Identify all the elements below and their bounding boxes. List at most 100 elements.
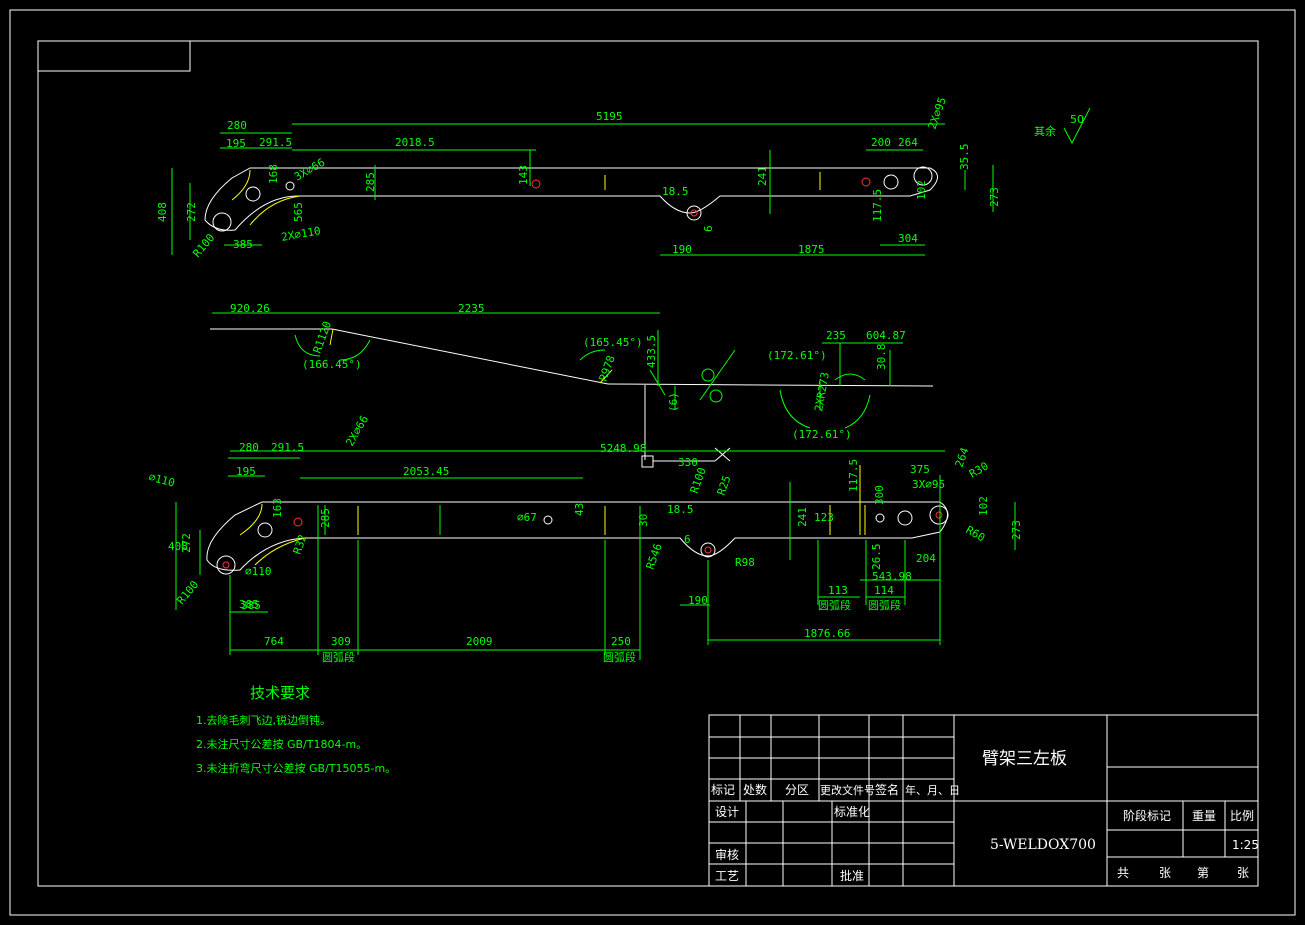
dimension-label: 2XR273 — [812, 371, 832, 412]
dimension-label: 235 — [826, 329, 846, 342]
dimension-label: 2X⌀110 — [280, 224, 321, 244]
tb-date: 年、月、日 — [905, 783, 960, 797]
roughness-value: 50 — [1070, 113, 1084, 126]
scale-value: 1:25 — [1232, 838, 1259, 852]
dimension-label: 241 — [796, 507, 809, 527]
dimension-label: 385 — [239, 598, 259, 611]
roughness-label: 其余 — [1034, 124, 1056, 138]
tb-sheets: 张 — [1159, 866, 1171, 880]
dimension-label: 272 — [180, 533, 193, 553]
dimension-label: 272 — [185, 202, 198, 222]
corner-box — [37, 40, 191, 72]
dimension-label: (172.61°) — [792, 428, 852, 441]
dimension-label: R30 — [967, 459, 991, 480]
tech-item-2: 2.未注尺寸公差按 GB/T1804-m。 — [196, 737, 367, 751]
dimension-label: 764 — [264, 635, 284, 648]
dimension-label: 304 — [898, 232, 918, 245]
dimension-label: 565 — [292, 202, 305, 222]
dimension-label: 190 — [672, 243, 692, 256]
dimension-label: 250 — [611, 635, 631, 648]
tb-ratio: 比例 — [1230, 809, 1254, 823]
dimension-label: ⌀110 — [245, 565, 272, 578]
middle-view — [210, 312, 934, 468]
tb-zone: 分区 — [785, 783, 809, 797]
tb-stage-mark: 阶段标记 — [1123, 808, 1171, 823]
dimension-label: 5248.98 — [600, 442, 646, 455]
tb-weight: 重量 — [1192, 809, 1216, 823]
dimension-label: 114 — [874, 584, 894, 597]
dimension-label: 35.5 — [958, 144, 971, 171]
dimension-label: R1120 — [311, 319, 335, 355]
part-name: 臂架三左板 — [982, 749, 1067, 769]
dimension-label: 2235 — [458, 302, 485, 315]
dimension-label: 168 — [267, 164, 280, 184]
tech-item-1: 1.去除毛刺飞边,锐边倒钝。 — [196, 713, 331, 727]
dimension-label: 273 — [988, 187, 1001, 207]
tb-count: 处数 — [743, 782, 767, 797]
dimension-label: R100 — [190, 231, 217, 260]
tb-total: 共 — [1117, 866, 1129, 880]
dimension-label: 241 — [756, 166, 769, 186]
dimension-label: 3X⌀95 — [912, 478, 945, 491]
tb-design: 设计 — [715, 805, 739, 819]
dimension-label: 604.87 — [866, 329, 906, 342]
tb-review: 审核 — [715, 847, 739, 862]
tech-item-3: 3.未注折弯尺寸公差按 GB/T15055-m。 — [196, 761, 396, 775]
arc-segment-label: 圆弧段 — [322, 650, 355, 664]
dimension-label: 408 — [156, 202, 169, 222]
dimension-label: 102 — [977, 496, 990, 516]
dimension-label: 408 — [168, 540, 188, 553]
dimension-label: ⌀110 — [147, 470, 176, 489]
dimension-label: (166.45°) — [302, 358, 362, 371]
dimension-label: R60 — [964, 523, 988, 544]
dimension-label: 18.5 — [662, 185, 689, 198]
dimension-label: R100 — [688, 466, 709, 495]
dimension-label: 113 — [828, 584, 848, 597]
dimension-label: R546 — [644, 542, 665, 571]
dimension-label: 117.5 — [847, 459, 860, 492]
roughness-symbol — [1063, 107, 1091, 145]
dimension-label: 117.5 — [871, 189, 884, 222]
dimension-label: 273 — [1010, 520, 1023, 540]
tb-change-doc: 更改文件号 — [820, 783, 875, 797]
dimension-label: 280 — [227, 119, 247, 132]
dimension-label: 291.5 — [259, 136, 292, 149]
arc-segment-label: 圆弧段 — [818, 598, 851, 612]
arc-segment-label: 圆弧段 — [603, 650, 636, 664]
inner-border — [37, 40, 1259, 887]
dimension-label: 6 — [684, 533, 691, 546]
dimension-label: 291.5 — [271, 441, 304, 454]
dimension-label: 195 — [236, 465, 256, 478]
dimension-label: 330 — [678, 456, 698, 469]
dimension-label: 204 — [916, 552, 936, 565]
tb-process: 工艺 — [715, 869, 739, 883]
dimension-label: 385 — [241, 599, 261, 612]
dimension-label: 1875 — [798, 243, 825, 256]
dimension-label: 200 — [871, 136, 891, 149]
dimension-label: 2X⌀95 — [926, 95, 950, 131]
dimension-label: R978 — [597, 354, 618, 383]
dimension-label: 43 — [573, 503, 586, 516]
dimension-label: R100 — [174, 578, 201, 607]
dimension-label: (172.61°) — [767, 349, 827, 362]
dimension-label: R98 — [735, 556, 755, 569]
dimension-label: R25 — [715, 474, 734, 497]
dimension-label: 190 — [688, 594, 708, 607]
dimension-label: 2018.5 — [395, 136, 435, 149]
dimension-label: 30.8 — [875, 344, 888, 371]
dimension-label: 375 — [910, 463, 930, 476]
dimension-label: 102 — [915, 180, 928, 200]
dimension-label: 264 — [898, 136, 918, 149]
dimension-label: 195 — [226, 137, 246, 150]
dimension-label: (165.45°) — [583, 336, 643, 349]
dimension-label: 2009 — [466, 635, 493, 648]
dimension-label: 2053.45 — [403, 465, 449, 478]
top-view — [171, 123, 994, 256]
dimension-label: 163 — [271, 498, 284, 518]
dimension-label: 5195 — [596, 110, 623, 123]
tb-sheet-no: 第 — [1197, 866, 1209, 880]
dimension-label: 3X⌀66 — [292, 156, 327, 184]
dimension-label: 264 — [953, 446, 972, 469]
tech-title: 技术要求 — [250, 684, 310, 702]
title-block — [708, 714, 1259, 887]
